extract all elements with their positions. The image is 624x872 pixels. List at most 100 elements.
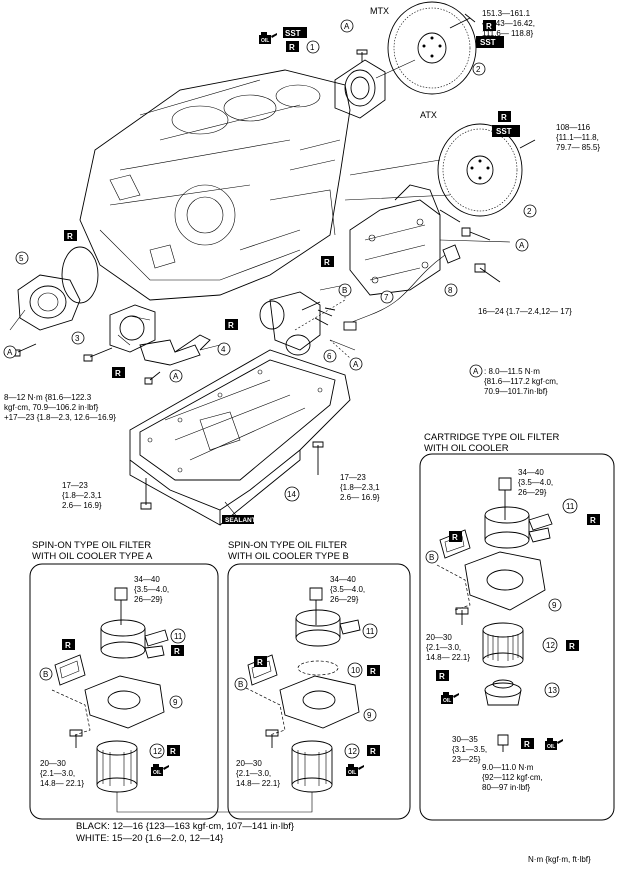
ref-a-5: A bbox=[349, 357, 363, 371]
drain-plug-torque-2: {92—112 kgf·cm, bbox=[482, 773, 543, 782]
svg-text:OIL: OIL bbox=[443, 698, 451, 704]
svg-text:OIL: OIL bbox=[547, 744, 555, 750]
svg-text:13: 13 bbox=[548, 686, 557, 695]
cartridge-oil-cooler bbox=[484, 506, 553, 549]
callout-3: 3 bbox=[71, 331, 85, 345]
cart-cap-torque-3: 23—25} bbox=[452, 755, 481, 764]
svg-text:9: 9 bbox=[367, 711, 372, 720]
pan-right-torque-3: 2.6— 16.9} bbox=[340, 493, 380, 502]
svg-text:SST: SST bbox=[285, 29, 301, 38]
cart-bracket-torque-2: {2.1—3.0, bbox=[426, 643, 461, 652]
ref-b-spin-b: B bbox=[234, 677, 248, 691]
spin-b-bolt-torque-2: {3.5—4.0, bbox=[330, 585, 365, 594]
svg-text:6: 6 bbox=[327, 352, 332, 361]
svg-text:3: 3 bbox=[75, 334, 80, 343]
rear-oil-seal bbox=[334, 59, 386, 119]
svg-text:R: R bbox=[524, 740, 530, 749]
pan-left-torque-3: 2.6— 16.9} bbox=[62, 501, 102, 510]
spin-a-bolt-torque-1: 34—40 bbox=[134, 575, 160, 584]
spin-a-heading-2: WITH OIL COOLER TYPE A bbox=[32, 551, 153, 562]
svg-text:A: A bbox=[173, 372, 179, 381]
svg-text:11: 11 bbox=[174, 632, 183, 641]
spin-a-oil-cooler bbox=[100, 619, 169, 659]
svg-text:B: B bbox=[43, 670, 48, 679]
spin-a-bracket-torque-3: 14.8— 22.1} bbox=[40, 779, 84, 788]
svg-text:R: R bbox=[439, 672, 445, 681]
callout-6: 6 bbox=[323, 349, 337, 363]
filter-black-torque: BLACK: 12—16 {123—163 kgf·cm, 107—141 in… bbox=[76, 821, 294, 832]
svg-text:R: R bbox=[590, 516, 596, 525]
spin-a-section-box bbox=[29, 563, 219, 820]
cartridge-base bbox=[464, 551, 546, 611]
r-badge: R bbox=[367, 745, 380, 756]
cart-callout-13: 13 bbox=[544, 682, 560, 698]
r-badge: R bbox=[321, 256, 334, 267]
svg-text:A: A bbox=[353, 360, 359, 369]
ref-a-1: A bbox=[340, 19, 354, 33]
svg-text:R: R bbox=[67, 232, 73, 241]
callout-numbers: 1 2 2 3 4 5 6 7 8 14 11 9 12 13 11 9 12 … bbox=[15, 40, 578, 759]
spin-a-callout-12: 12 bbox=[149, 743, 165, 759]
a-legend-2: {81.6—117.2 kgf·cm, bbox=[484, 377, 558, 386]
svg-text:8: 8 bbox=[448, 286, 453, 295]
r-badge: R bbox=[483, 20, 496, 31]
svg-text:R: R bbox=[174, 647, 180, 656]
r-badge: R bbox=[436, 670, 449, 681]
reference-letters: A A A A A A B B B B bbox=[3, 19, 529, 691]
svg-text:1: 1 bbox=[310, 43, 315, 52]
atx-label: ATX bbox=[420, 110, 437, 120]
oil-pump bbox=[109, 304, 156, 353]
cartridge-cap bbox=[484, 679, 522, 706]
ref-a-2: A bbox=[515, 238, 529, 252]
svg-text:OIL: OIL bbox=[261, 38, 269, 44]
spin-a-heading-1: SPIN-ON TYPE OIL FILTER bbox=[32, 540, 151, 551]
cart-callout-12: 12 bbox=[542, 637, 558, 653]
sst-badge: SST bbox=[492, 125, 520, 137]
sst-badge: SST bbox=[476, 36, 504, 48]
ref-b-spin-a: B bbox=[39, 667, 53, 681]
water-pump bbox=[9, 246, 99, 331]
r-badge: R bbox=[254, 656, 267, 667]
svg-text:B: B bbox=[342, 286, 347, 295]
r-badge: R bbox=[225, 319, 238, 330]
cartridge-heading-2: WITH OIL COOLER bbox=[424, 443, 509, 454]
rear-cover-torque: 16—24 {1.7—2.4,12— 17} bbox=[478, 307, 572, 316]
svg-text:2: 2 bbox=[527, 207, 532, 216]
oil-can-icon: OIL bbox=[259, 32, 277, 44]
oil-pump-torque-2: kgf·cm, 70.9—106.2 in·lbf} bbox=[4, 403, 99, 412]
spin-b-callout-9: 9 bbox=[363, 708, 377, 722]
spin-a-bracket-torque-2: {2.1—3.0, bbox=[40, 769, 75, 778]
oil-strainer bbox=[139, 334, 211, 366]
cart-callout-9: 9 bbox=[548, 598, 562, 612]
svg-text:12: 12 bbox=[546, 641, 555, 650]
svg-text:2: 2 bbox=[476, 65, 481, 74]
oil-can-icons: OIL OIL OIL OIL OIL bbox=[151, 32, 563, 776]
svg-text:14: 14 bbox=[287, 490, 296, 499]
spin-a-bracket-torque-1: 20—30 bbox=[40, 759, 66, 768]
spin-b-bracket-torque-1: 20—30 bbox=[236, 759, 262, 768]
sst-badge: SST bbox=[283, 27, 307, 38]
r-badge: R bbox=[62, 639, 75, 650]
cartridge-heading-1: CARTRIDGE TYPE OIL FILTER bbox=[424, 432, 559, 443]
flywheel-torque-1: 151.3—161.1 bbox=[482, 9, 531, 18]
oil-pump-torque-3: +17—23 {1.8—2.3, 12.6—16.9} bbox=[4, 413, 116, 422]
svg-text:11: 11 bbox=[366, 627, 375, 636]
cartridge-section-box bbox=[419, 453, 615, 821]
thermostat-housing bbox=[259, 291, 329, 356]
svg-text:4: 4 bbox=[221, 345, 226, 354]
svg-text:R: R bbox=[370, 747, 376, 756]
r-badge: R bbox=[286, 41, 299, 52]
r-badges: R R R R R R R R R R R R R R R R R R bbox=[62, 20, 600, 756]
spin-b-callout-11: 11 bbox=[362, 623, 378, 639]
r-badge: R bbox=[167, 745, 180, 756]
spin-b-callout-10: 10 bbox=[347, 662, 363, 678]
a-legend-3: 70.9—101.7in·lbf} bbox=[484, 387, 548, 396]
svg-text:11: 11 bbox=[566, 502, 575, 511]
sst-badges: SST SST SST bbox=[283, 27, 520, 137]
callout-7: 7 bbox=[380, 290, 394, 304]
svg-text:R: R bbox=[486, 22, 492, 31]
